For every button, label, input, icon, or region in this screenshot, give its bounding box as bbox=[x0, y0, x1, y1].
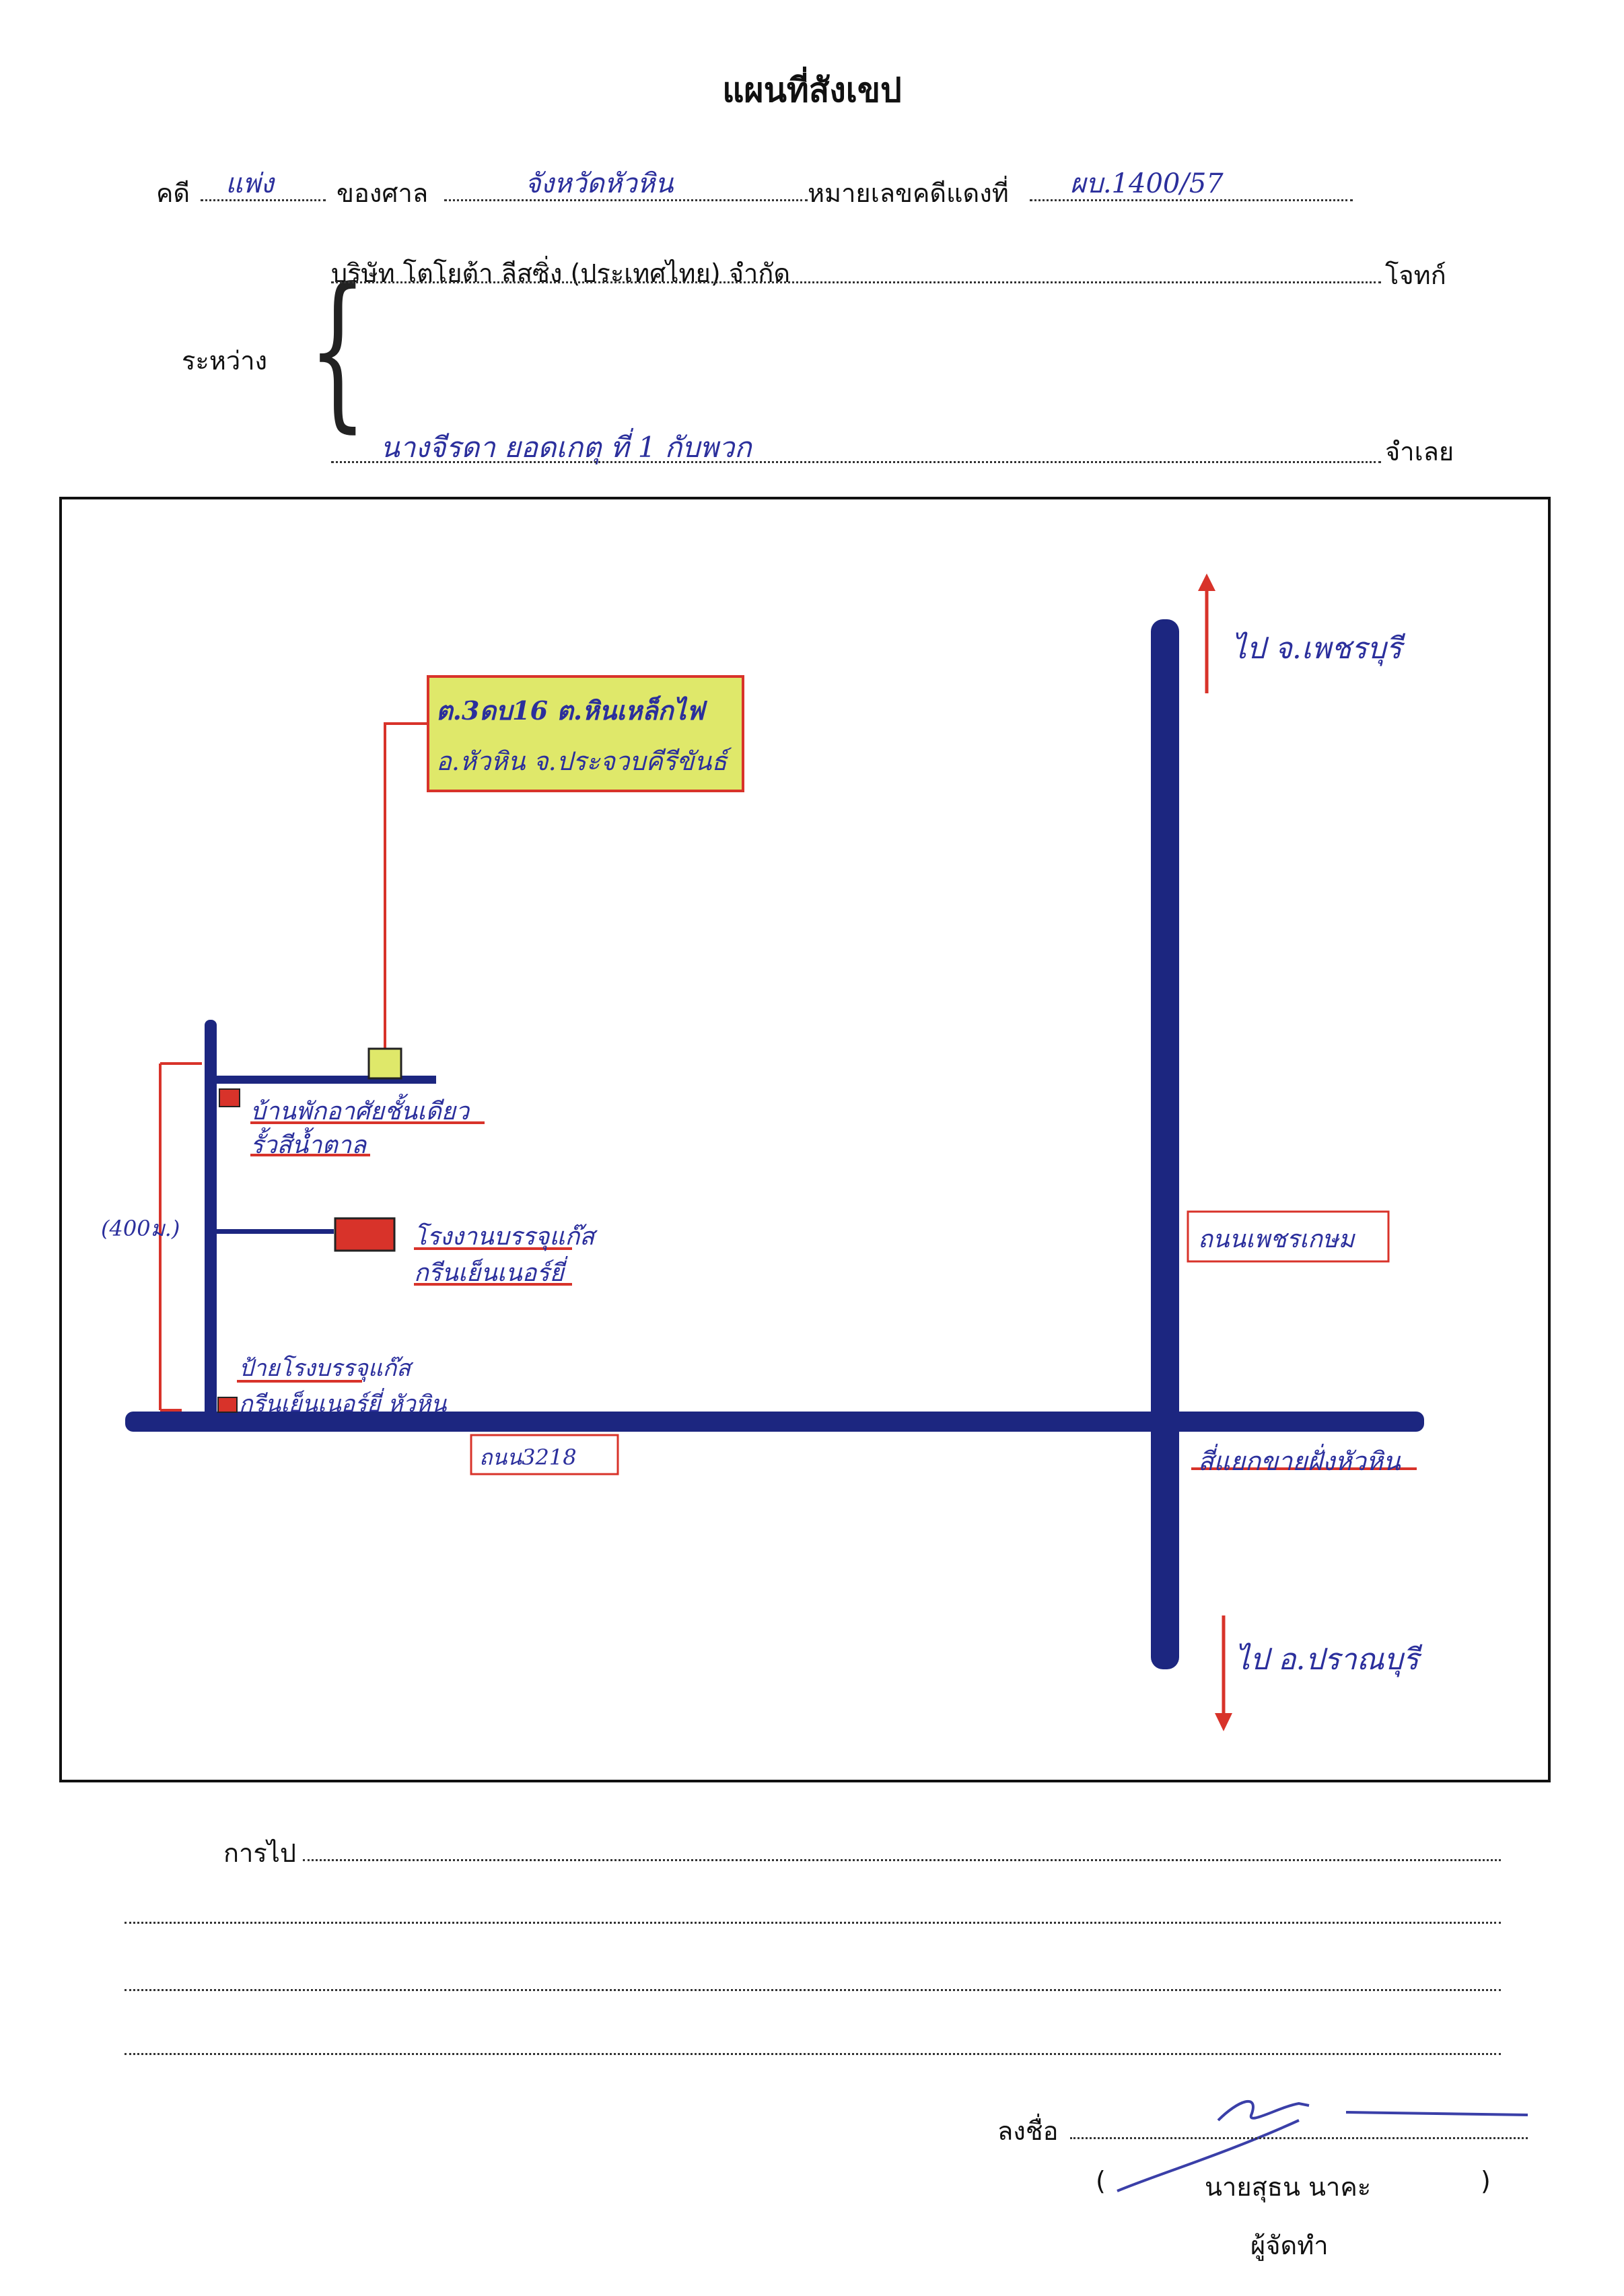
directions-line1 bbox=[303, 1859, 1501, 1861]
target-label-box bbox=[427, 675, 744, 792]
sign-label: ลงชื่อ bbox=[997, 2116, 1059, 2146]
side-road-label: ถนน3218 bbox=[479, 1445, 577, 1470]
landmark2-line2: กรีนเย็นเนอร์ยี่ bbox=[414, 1259, 564, 1287]
main-road-label: ถนนเพชรเกษม bbox=[1198, 1226, 1355, 1253]
arrow-north-label: ไป จ.เพชรบุรี bbox=[1232, 631, 1402, 666]
soi-branch-top bbox=[214, 1076, 436, 1084]
landmark2-marker bbox=[334, 1217, 396, 1252]
case-type-value: แพ่ง bbox=[225, 168, 274, 199]
landmark3-marker bbox=[217, 1397, 238, 1413]
target-connector bbox=[384, 722, 428, 1050]
directions-line2 bbox=[125, 1922, 1501, 1924]
directions-line3 bbox=[125, 1989, 1501, 1991]
signature-stroke bbox=[1117, 2100, 1528, 2192]
signature-line bbox=[1070, 2137, 1528, 2139]
defendant-name-value: นางจีรดา ยอดเกตุ ที่ 1 กับพวก bbox=[380, 431, 752, 464]
landmark1-marker bbox=[219, 1088, 240, 1107]
directions-line4 bbox=[125, 2053, 1501, 2055]
side-road bbox=[125, 1412, 1424, 1432]
preparer-close-paren: ) bbox=[1481, 2166, 1491, 2196]
between-label: ระหว่าง bbox=[182, 346, 268, 376]
court-name-value: จังหวัดหัวหิน bbox=[525, 168, 674, 199]
case-type-field bbox=[201, 199, 326, 201]
preparer-open-paren: ( bbox=[1096, 2166, 1106, 2196]
target-square bbox=[367, 1047, 402, 1080]
preparer-name: นายสุธน นาคะ bbox=[1205, 2172, 1372, 2202]
landmark3-line2: กรีนเย็นเนอร์ยี่ หัวหิน bbox=[239, 1391, 447, 1418]
landmark1-line2: รั้วสีน้ำตาล bbox=[250, 1132, 367, 1159]
target-location-line1: ต.3ดบ16 ต.หินเหล็กไฟ bbox=[436, 695, 705, 726]
north-arrow-head bbox=[1198, 573, 1215, 591]
soi-branch-middle bbox=[214, 1229, 334, 1234]
main-road bbox=[1151, 619, 1179, 1669]
map-frame bbox=[59, 497, 1551, 1782]
landmark3-line1: ป้ายโรงบรรจุแก๊ส bbox=[239, 1355, 411, 1382]
court-label: ของศาล bbox=[337, 178, 429, 208]
red-case-label: หมายเลขคดีแดงที่ bbox=[808, 178, 1009, 208]
side-road-label-box bbox=[470, 1434, 619, 1475]
brace-symbol: { bbox=[308, 252, 367, 448]
landmark1-line1: บ้านพักอาศัยชั้นเดียว bbox=[250, 1098, 470, 1125]
defendant-field bbox=[331, 461, 1381, 463]
plaintiff-field bbox=[331, 281, 1381, 283]
intersection-label: สี่แยกขายฝั่งหัวหิน bbox=[1198, 1447, 1401, 1476]
red-case-number-value: ผบ.1400/57 bbox=[1070, 168, 1224, 199]
soi-road bbox=[205, 1020, 217, 1424]
landmark2-line1: โรงงานบรรจุแก๊ส bbox=[414, 1223, 595, 1251]
court-field bbox=[444, 199, 808, 201]
target-location-line2: อ.หัวหิน จ.ประจวบคีรีขันธ์ bbox=[436, 746, 728, 776]
case-label: คดี bbox=[156, 178, 190, 208]
plaintiff-label: โจทก์ bbox=[1385, 260, 1446, 290]
arrow-south-label: ไป อ.ปราณบุรี bbox=[1235, 1642, 1419, 1677]
red-case-field bbox=[1030, 199, 1353, 201]
directions-label: การไป bbox=[223, 1838, 296, 1868]
south-arrow-head bbox=[1215, 1713, 1232, 1731]
distance-label: (400ม.) bbox=[101, 1216, 180, 1241]
preparer-role: ผู้จัดทำ bbox=[1250, 2231, 1329, 2260]
document-title: แผนที่สังเขป bbox=[722, 71, 902, 110]
main-road-label-box bbox=[1187, 1210, 1390, 1263]
defendant-label: จำเลย bbox=[1385, 437, 1454, 466]
